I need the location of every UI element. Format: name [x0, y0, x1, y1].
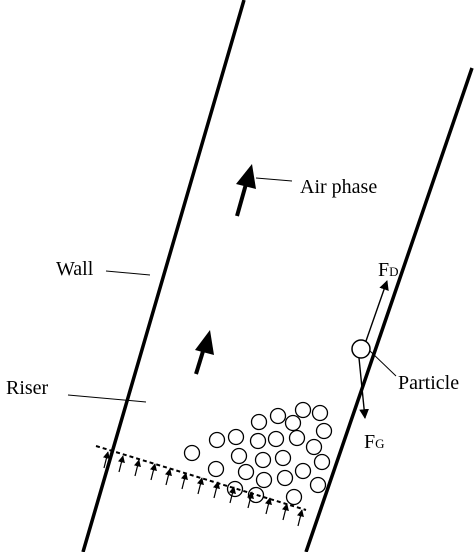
left-wall — [81, 0, 246, 552]
drag-force-arrow — [365, 280, 389, 342]
right-wall — [304, 67, 474, 552]
air-phase-leader-line — [255, 177, 293, 182]
particle-leader-line — [369, 350, 397, 377]
wall-label: Wall — [56, 258, 94, 280]
riser-label: Riser — [6, 377, 49, 399]
air-flow-arrow-upper — [235, 164, 256, 217]
air-flow-arrow-lower — [194, 330, 214, 375]
particle-circle — [351, 339, 371, 359]
distributor-plate — [95, 445, 307, 511]
riser-leader-line — [67, 394, 147, 403]
gravity-force-arrow — [358, 357, 369, 419]
drag-force-label: FD — [378, 259, 399, 281]
wall-leader-line — [105, 270, 151, 276]
particle-bed — [183, 401, 333, 506]
air-phase-label: Air phase — [300, 176, 377, 198]
gravity-force-label: FG — [364, 431, 385, 453]
inlet-air-arrows — [102, 451, 304, 527]
particle-label: Particle — [398, 372, 459, 394]
